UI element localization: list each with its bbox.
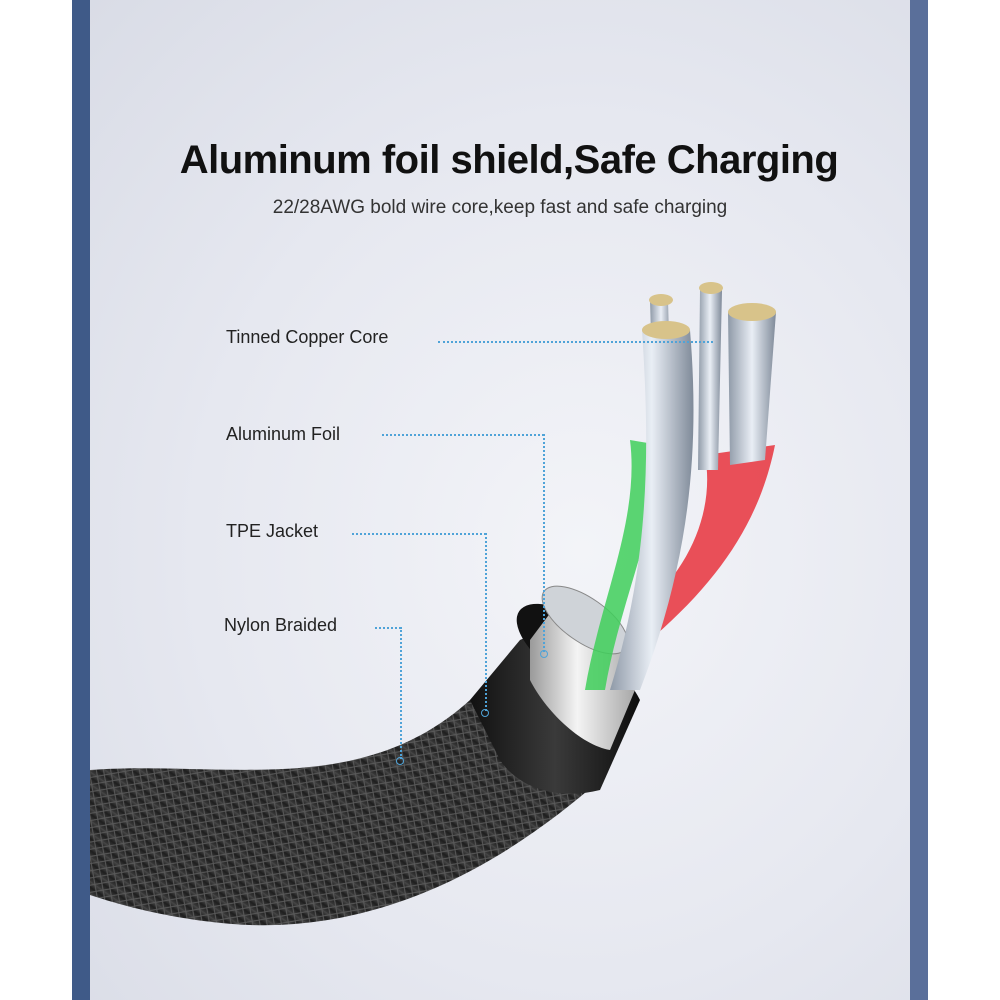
leader-line-copper xyxy=(438,341,713,343)
anchor-dot-nylon xyxy=(396,757,404,765)
nylon-braid xyxy=(90,660,600,926)
anchor-dot-tpe xyxy=(481,709,489,717)
leader-line-tpe-v xyxy=(485,533,487,711)
left-frame-border xyxy=(72,0,90,1000)
callout-nylon-braided: Nylon Braided xyxy=(224,615,338,635)
leader-line-foil-h xyxy=(382,434,544,436)
callout-tpe-jacket: TPE Jacket xyxy=(226,521,319,541)
anchor-dot-foil xyxy=(540,650,548,658)
callout-tinned-copper-core: Tinned Copper Core xyxy=(226,327,389,347)
right-frame-border xyxy=(910,0,928,1000)
tinned-copper-cores xyxy=(610,282,776,690)
callout-aluminum-foil: Aluminum Foil xyxy=(226,424,341,444)
red-wire xyxy=(640,445,775,640)
leader-line-nylon-h xyxy=(375,627,401,629)
page-title: Aluminum foil shield,Safe Charging xyxy=(179,138,839,182)
leader-line-foil-v xyxy=(543,434,545,652)
green-wire xyxy=(585,440,660,690)
page-subtitle: 22/28AWG bold wire core,keep fast and sa… xyxy=(272,197,728,218)
leader-line-tpe-h xyxy=(352,533,486,535)
leader-line-nylon-v xyxy=(400,627,402,759)
